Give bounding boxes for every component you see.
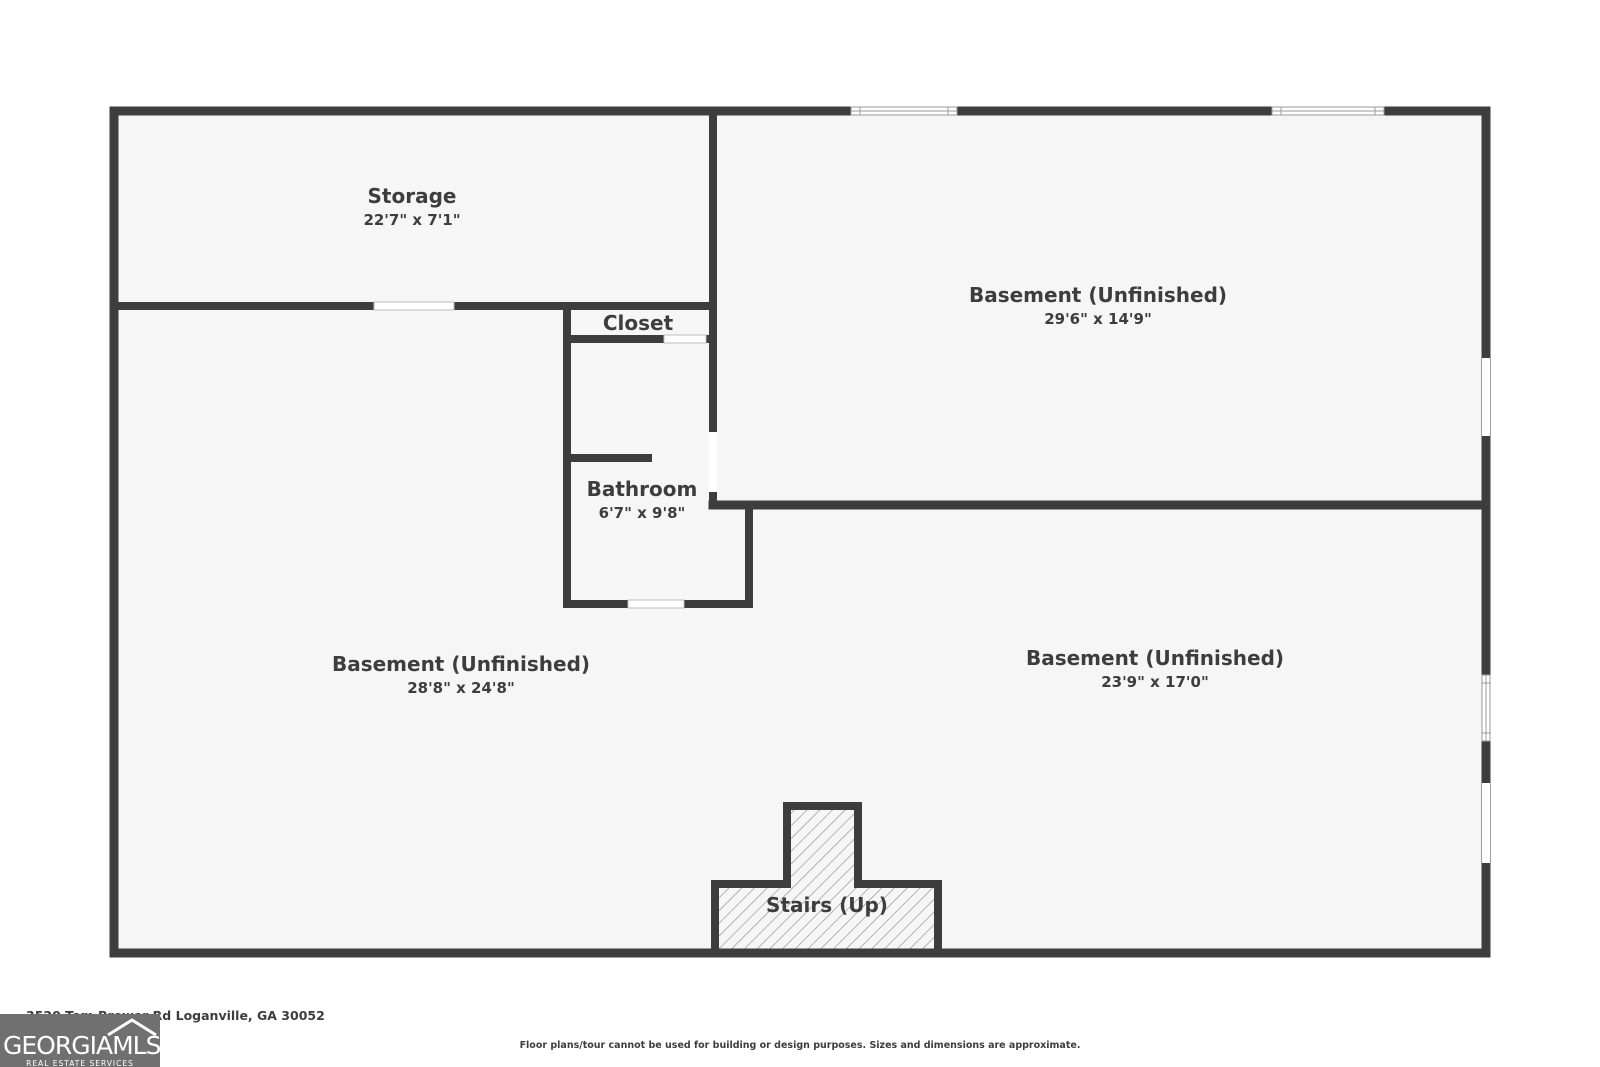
room-stairs: Stairs (Up) [766,893,888,917]
door-upper-basement [709,432,717,492]
opening-right-upper [1482,358,1490,436]
stairs-hatch [715,806,938,953]
outer-wall [109,106,1491,958]
room-name: Storage [368,184,457,208]
opening-right-lower [1482,783,1490,863]
room-name: Basement (Unfinished) [969,283,1227,307]
stairs-wall [711,802,942,957]
room-name: Closet [603,311,674,335]
room-dimensions: 22'7" x 7'1" [363,211,460,229]
room-basement-lower-right: Basement (Unfinished) 23'9" x 17'0" [1026,646,1284,691]
door-bathroom [627,599,685,609]
window-right [1481,674,1491,742]
room-dimensions: 6'7" x 9'8" [599,504,686,522]
room-storage: Storage 22'7" x 7'1" [363,184,460,229]
window-top-1 [850,106,958,116]
disclaimer: Floor plans/tour cannot be used for buil… [519,1040,1081,1051]
room-name: Basement (Unfinished) [332,652,590,676]
house-roof-icon [107,1018,157,1037]
room-dimensions: 23'9" x 17'0" [1101,673,1209,691]
room-name: Basement (Unfinished) [1026,646,1284,670]
window-top-2 [1271,106,1385,116]
logo-wordmark: GEORGIAMLS [3,1031,160,1060]
room-dimensions: 29'6" x 14'9" [1044,310,1152,328]
georgia-mls-logo: GEORGIAMLS REAL ESTATE SERVICES [0,1014,160,1067]
room-basement-upper-right: Basement (Unfinished) 29'6" x 14'9" [969,283,1227,328]
room-dimensions: 28'8" x 24'8" [407,679,515,697]
windows [850,106,1491,742]
room-name: Stairs (Up) [766,893,888,917]
door-openings [373,301,1490,863]
door-storage [373,301,455,311]
door-closet [663,334,707,344]
room-closet: Closet [603,311,674,335]
room-basement-left: Basement (Unfinished) 28'8" x 24'8" [332,652,590,697]
room-bathroom: Bathroom 6'7" x 9'8" [587,477,698,522]
logo-tagline: REAL ESTATE SERVICES [26,1059,134,1067]
room-name: Bathroom [587,477,698,501]
